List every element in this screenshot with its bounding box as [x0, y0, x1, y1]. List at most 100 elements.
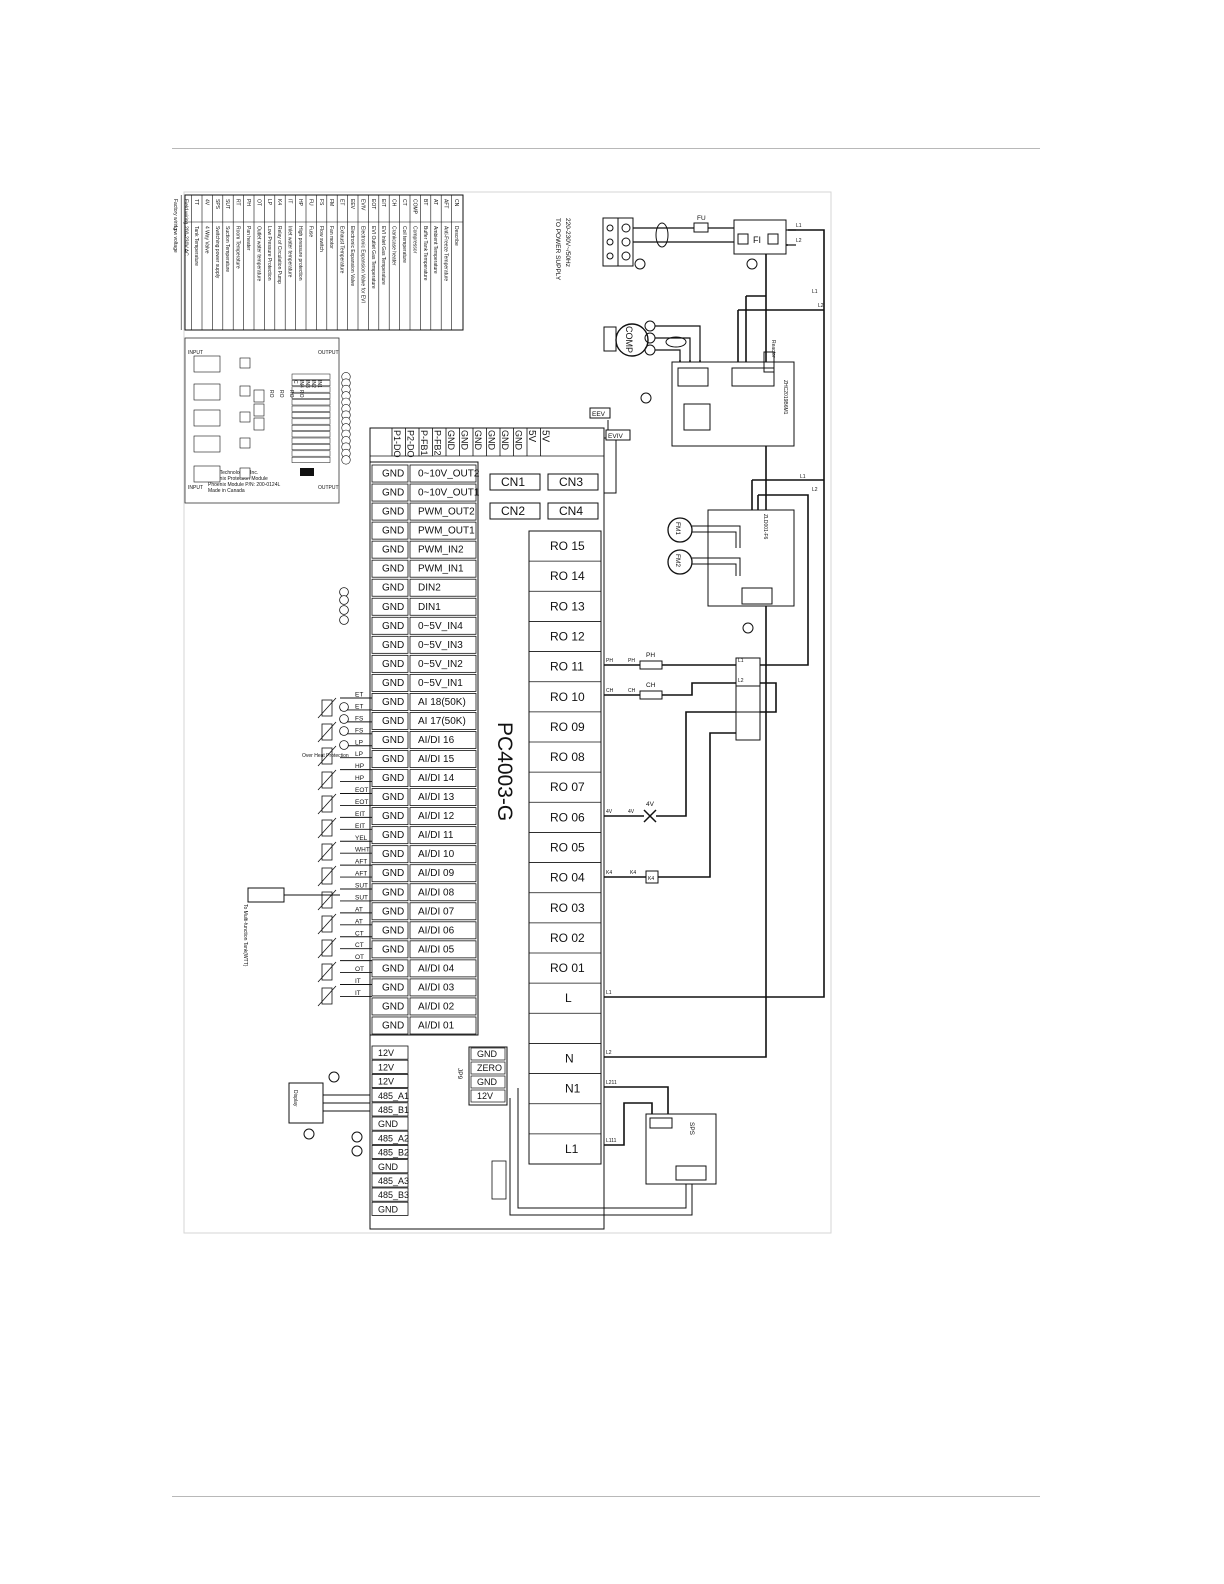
- module-output-top: OUTPUT: [318, 350, 339, 356]
- relay-wire-label: PH: [628, 658, 635, 664]
- bottom-pin-box: [371, 1116, 409, 1131]
- header-pin: 5V: [526, 430, 537, 443]
- module-input-relay: [193, 383, 221, 401]
- module-terminal: [291, 380, 331, 387]
- pin-gnd: GND: [382, 1001, 404, 1012]
- fuse-symbol: [693, 222, 709, 233]
- fan-driver-label: ZLD001-F6: [762, 514, 768, 540]
- bottom-pin-label: 12V: [378, 1062, 394, 1072]
- pin-gnd: GND: [382, 507, 404, 518]
- bottom-pin-box: [371, 1074, 409, 1089]
- module-led: [239, 357, 251, 369]
- inverter-board: ZHC2019B6M1 Reactor: [671, 340, 795, 447]
- legend-name: EVI Outlet Gas Temperature: [370, 226, 376, 289]
- pin-name: 0~5V_IN2: [418, 659, 463, 670]
- sensor-wire-label: EIT: [355, 823, 365, 830]
- sensor-wire-label: LP: [355, 751, 363, 758]
- module-terminal: [291, 412, 331, 419]
- pin-name: AI 17(50K): [418, 716, 466, 727]
- module-terminal-label: IN1: [316, 380, 322, 388]
- pin-gnd: GND: [382, 621, 404, 632]
- pin-gnd: GND: [382, 678, 404, 689]
- relay-label: RO 12: [550, 630, 585, 644]
- legend-code: COMP: [411, 199, 417, 215]
- pin-gnd: GND: [382, 526, 404, 537]
- module-relay: [253, 389, 265, 403]
- pin-name: AI/DI 11: [418, 830, 454, 841]
- module-terminal: [291, 386, 331, 393]
- module-input-relay: [193, 435, 221, 453]
- legend-code: LP: [266, 199, 272, 206]
- pin-name: AI/DI 16: [418, 735, 455, 746]
- jp-pin-box: [470, 1089, 506, 1103]
- legend-code: K4: [276, 199, 282, 205]
- relay-label: L: [565, 991, 572, 1005]
- pin-gnd: GND: [382, 963, 404, 974]
- connector-box: [489, 473, 541, 491]
- pin-gnd: GND: [382, 868, 404, 879]
- jp-pin: GND: [477, 1077, 498, 1087]
- pin-gnd: GND: [382, 754, 404, 765]
- module-terminal: [291, 431, 331, 438]
- legend-code: TT: [193, 199, 199, 205]
- k4-label: K4: [648, 876, 654, 882]
- header-pin: GND: [487, 430, 497, 451]
- jp-pin: 12V: [477, 1091, 493, 1101]
- reactor-label: Reactor: [770, 340, 776, 358]
- bottom-pin-label: GND: [378, 1119, 399, 1129]
- legend-name: Buffer Tank Temperature: [422, 226, 428, 281]
- relay-wire-label: CH: [628, 688, 636, 694]
- legend-code: Field wiring: [183, 199, 189, 225]
- legend-name: Flow switch: [318, 226, 324, 252]
- overheat-label: Over Heat Protection: [302, 753, 349, 759]
- legend-name: EVI Inlet Gas Temperature: [380, 226, 386, 285]
- sensor-wire-label: IT: [355, 990, 361, 997]
- legend-name: Electronic Expansion Valve for EVI: [359, 226, 365, 303]
- pin-name: PWM_OUT1: [418, 526, 475, 537]
- sensor-wire-label: AFT: [355, 859, 367, 866]
- relay-wire-label: CH: [606, 688, 614, 694]
- module-terminal: [291, 405, 331, 412]
- pin-name: AI/DI 13: [418, 792, 455, 803]
- module-terminal-label: IN3: [304, 380, 310, 388]
- module-terminal: [291, 392, 331, 399]
- legend-code: FU: [307, 199, 313, 206]
- header-pin: P2-DO: [406, 430, 416, 458]
- relay-label: RO 15: [550, 539, 585, 553]
- legend-row: LP Low Pressure Protection: [266, 195, 276, 330]
- header-rule: [172, 148, 1040, 149]
- ch-label: CH: [646, 682, 656, 689]
- bottom-pin-label: GND: [378, 1204, 399, 1214]
- wire-marker: [339, 740, 349, 750]
- earth-symbol: [634, 258, 646, 270]
- relay-label: RO 11: [550, 660, 584, 674]
- pin-gnd: GND: [382, 830, 404, 841]
- protection-module: INPUT OUTPUT INPUT OUTPUT SEC Technologi…: [184, 337, 351, 504]
- power-line-label: L2: [738, 678, 744, 684]
- legend-code: CH: [391, 199, 397, 207]
- wire-marker: [339, 702, 349, 712]
- relay-label: RO 14: [550, 569, 585, 583]
- legend-name: Room Temperature: [235, 226, 241, 269]
- module-led: [239, 385, 251, 397]
- legend-name: Low Pressure Protection: [266, 226, 272, 281]
- pin-name: AI/DI 12: [418, 811, 455, 822]
- legend-code: BT: [422, 199, 428, 205]
- module-input-relay: [193, 465, 221, 483]
- connector-label: CN2: [501, 504, 525, 518]
- sensor-wire-label: CT: [355, 942, 364, 949]
